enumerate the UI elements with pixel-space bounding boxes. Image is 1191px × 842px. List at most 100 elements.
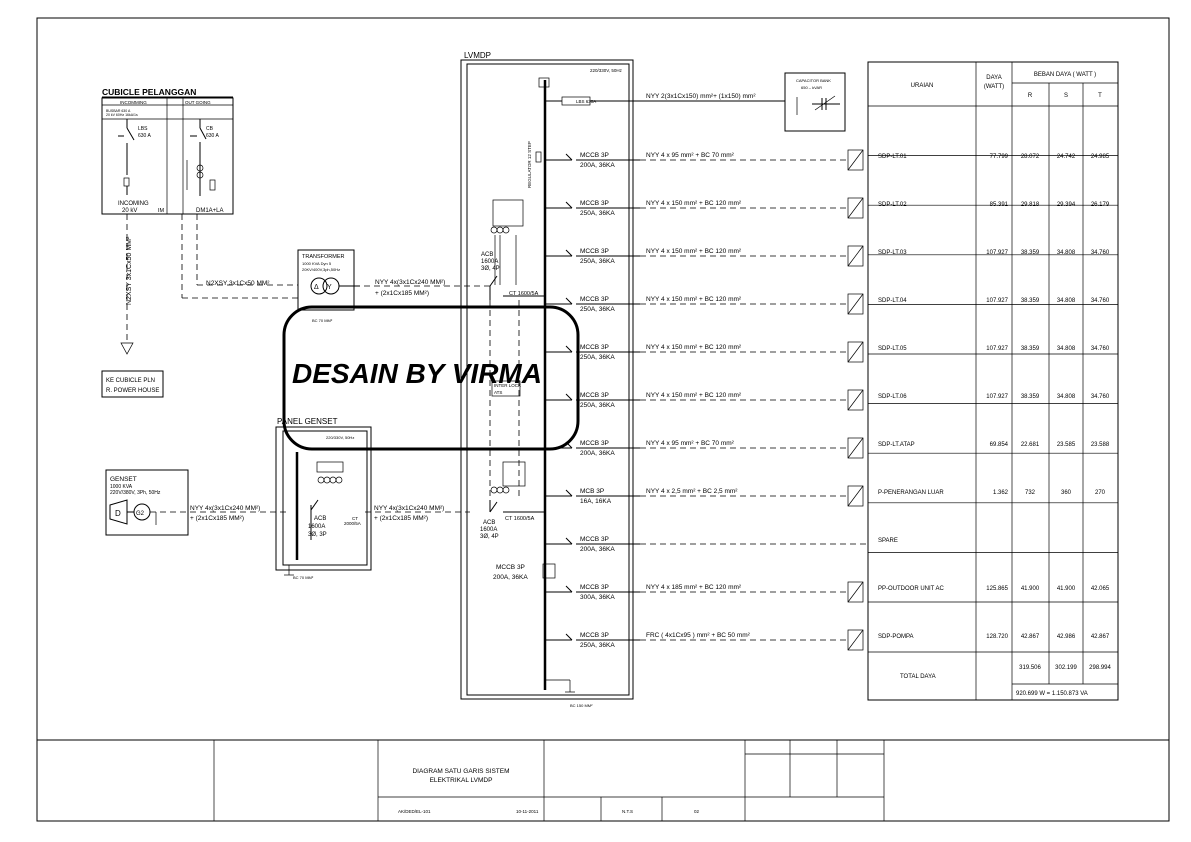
genset-line1: 1000 KVA	[110, 484, 133, 490]
row-daya: 85.391	[990, 202, 1009, 208]
row-r: 42.867	[1021, 634, 1040, 640]
breaker-rating: 250A, 36KA	[580, 402, 615, 409]
acb2-pole: 3Ø, 4P	[480, 534, 499, 540]
title-line1: DIAGRAM SATU GARIS SISTEM	[412, 768, 509, 775]
row-name: SDP-LT.ATAP	[878, 442, 915, 448]
panel-genset-acb-pole: 3Ø, 3P	[308, 532, 327, 538]
load-panel-icon	[847, 629, 864, 651]
cb-label: CB	[206, 126, 214, 132]
panel-genset-ct-rating: 2000/5A	[344, 521, 361, 526]
acb1-meters	[490, 199, 524, 285]
row-name: SDP-LT.06	[878, 394, 907, 400]
cable-label: NYY 4 x 95 mm² + BC 70 mm²	[646, 152, 735, 159]
row-t: 34.760	[1091, 346, 1110, 352]
hv-feeder: N2XSY 3x1Cx50 MM² KE CUBICLE PLN R. POWE…	[101, 214, 298, 398]
breaker-icon	[565, 585, 573, 593]
row-s: 360	[1061, 490, 1072, 496]
genset-cable1: NYY 4x(3x1Cx240 MM²)	[190, 505, 260, 512]
breaker-rating: 200A, 36KA	[580, 162, 615, 169]
transformer: TRANSFORMER 1000 KVA Dyn 5 20KV/400V,3ph…	[206, 249, 490, 323]
header-r: R	[1028, 93, 1033, 99]
header-daya: DAYA	[986, 75, 1001, 81]
header-s: S	[1064, 93, 1068, 99]
regulator-label: REGULATOR 12 STEP	[527, 141, 532, 188]
incoming-kv: 20 kV	[122, 208, 137, 214]
incoming-header: INCOMMING	[120, 100, 147, 105]
incoming-label: INCOMING	[118, 201, 149, 207]
total-label: TOTAL DAYA	[900, 674, 936, 680]
row-t: 34.760	[1091, 298, 1110, 304]
cable-label: NYY 4 x 150 mm² + BC 120 mm²	[646, 392, 742, 399]
lbs-label: LBS	[138, 126, 148, 132]
sheet-number: 02	[694, 809, 700, 814]
title-line2: ELEKTRIKAL LVMDP	[430, 777, 493, 784]
cable-label: NYY 4 x 95 mm² + BC 70 mm²	[646, 440, 735, 447]
breaker-label: MCCB 3P	[580, 296, 609, 303]
genset-cable1b: + (2x1Cx185 MM²)	[190, 515, 244, 522]
lvmdp-voltage: 220/330V, 50Hz	[590, 68, 623, 73]
cubicle-pelanggan: CUBICLE PELANGGAN INCOMMING OUT GOING BU…	[101, 87, 234, 215]
genset-meter-block	[316, 461, 344, 473]
cable-label: FRC ( 4x1Cx95 ) mm² + BC 50 mm²	[646, 632, 751, 639]
genset-line2: 220V/380V, 3Ph, 50Hz	[110, 490, 161, 496]
row-name: SDP-LT.02	[878, 202, 907, 208]
row-daya: 107.927	[986, 394, 1008, 400]
breaker-rating: 250A, 36KA	[580, 210, 615, 217]
breaker-rating: 250A, 36KA	[580, 258, 615, 265]
total-line: 920.699 W = 1.150.873 VA	[1016, 691, 1088, 697]
row-daya: 1.362	[993, 490, 1009, 496]
breaker-icon	[565, 201, 573, 209]
header-t: T	[1098, 93, 1102, 99]
transformer-cable-in: N2XSY 3x1Cx50 MM²	[206, 280, 270, 287]
ats-interlock-label: INTER LOCK	[494, 383, 521, 388]
row-s: 34.808	[1057, 394, 1076, 400]
breaker-icon	[565, 249, 573, 257]
acb1-rating: 1600A	[481, 259, 498, 265]
lvmdp-lbs: LBS 630A	[576, 99, 596, 104]
row-name: SDP-LT.01	[878, 154, 907, 160]
acb2-rating: 1600A	[480, 527, 497, 533]
breaker-rating: 200A, 36KA	[580, 546, 615, 553]
watermark: DESAIN BY VIRMA	[282, 305, 580, 451]
load-panel-icon	[847, 581, 864, 603]
breaker-icon	[565, 489, 573, 497]
row-name: SDP-POMPA	[878, 634, 914, 640]
cable-label: NYY 4 x 150 mm² + BC 120 mm²	[646, 248, 742, 255]
row-daya: 107.927	[986, 346, 1008, 352]
capacitor-cable: NYY 2(3x1Cx150) mm²+ (1x150) mm²	[646, 93, 756, 100]
row-s: 34.808	[1057, 298, 1076, 304]
row-t: 24.985	[1091, 154, 1110, 160]
breaker-icon	[565, 345, 573, 353]
panel-genset-voltage: 220/330V, 50Hz	[326, 435, 354, 440]
row-daya: 125.865	[986, 586, 1008, 592]
drawing-code: AK/DED/EL-101	[398, 809, 431, 814]
load-panel-icon	[847, 245, 864, 267]
panel-genset: PANEL GENSET 220/330V, 50Hz ACB 1600A 3Ø…	[275, 417, 372, 580]
load-table: URAIAN DAYA (WATT) BEBAN DAYA ( WATT ) R…	[867, 61, 1119, 701]
row-daya: 69.854	[990, 442, 1009, 448]
title-block: DIAGRAM SATU GARIS SISTEM ELEKTRIKAL LVM…	[37, 739, 1169, 821]
svg-text:20 kV 60Hz 16kA/1s: 20 kV 60Hz 16kA/1s	[106, 113, 138, 117]
row-s: 34.808	[1057, 346, 1076, 352]
cable-label: NYY 4 x 150 mm² + BC 120 mm²	[646, 200, 742, 207]
bottom-mccb-rating: 200A, 36KA	[493, 574, 528, 581]
drawing-scale: N.T.S	[622, 809, 633, 814]
row-s: 24.742	[1057, 154, 1076, 160]
row-daya: 107.927	[986, 298, 1008, 304]
panel-genset-acb-rating: 1600A	[308, 524, 325, 530]
lvmdp-bc: BC 150 MM²	[570, 703, 593, 708]
outgoing-header: OUT GOING	[185, 100, 211, 105]
row-s: 29.394	[1057, 202, 1076, 208]
row-r: 38.359	[1021, 394, 1040, 400]
panel-genset-acb: ACB	[314, 516, 326, 522]
dm-label: DM1A+LA	[196, 208, 224, 214]
